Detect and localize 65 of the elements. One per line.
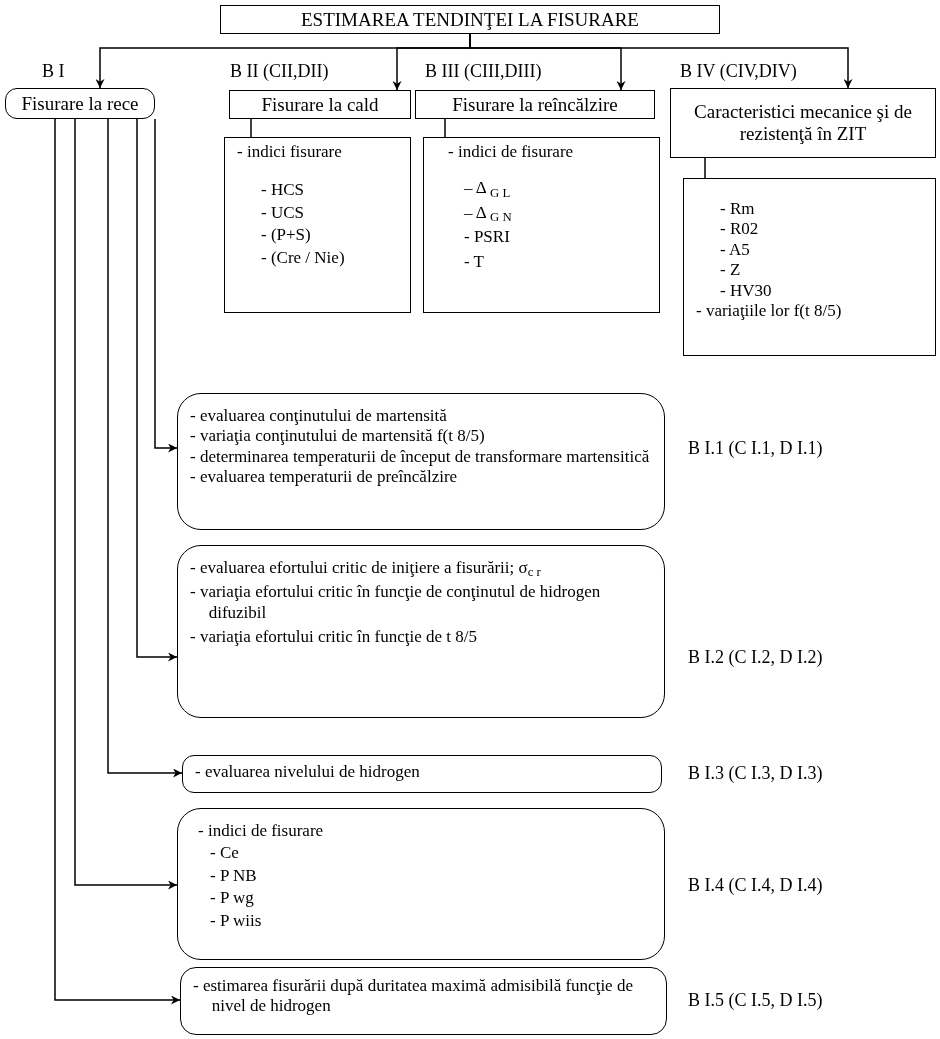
box-text: - evaluarea conţinutului de martensită: [190, 406, 448, 427]
box-text: - A5: [719, 239, 751, 261]
box-text: - HCS: [260, 180, 305, 201]
box-text: - variaţia efortului critic în funcţie de conţinutul de hidrogen difuzibil: [190, 582, 602, 624]
arrow: [154, 118, 178, 453]
box-text: - variaţia conţinutului de martensită f(t 8/5): [190, 426, 486, 447]
box-text: - P wiis: [209, 910, 263, 931]
box-text: Caracteristici mecanice şi de rezistenţă în ZIT: [693, 101, 913, 145]
arrow: [107, 118, 183, 778]
section-code: B I.5 (C I.5, D I.5): [688, 988, 823, 1012]
box-text: Fisurare la cald: [261, 93, 379, 116]
box-text: Fisurare la reîncălzire: [452, 93, 618, 116]
rounded-box: [182, 755, 662, 793]
box-text: - (P+S): [260, 225, 312, 246]
box-text: - evaluarea nivelului de hidrogen: [195, 762, 421, 783]
box-text: - UCS: [260, 202, 305, 224]
section-code: B I.3 (C I.3, D I.3): [688, 761, 823, 785]
box-text: Fisurare la rece: [21, 92, 139, 115]
section-code: B I.4 (C I.4, D I.4): [688, 873, 823, 897]
connector-line: [444, 118, 446, 138]
box-text: - indici de fisurare: [198, 821, 325, 842]
rounded-box: [177, 393, 665, 530]
box-text: - indici de fisurare: [447, 142, 575, 163]
box-text: - P wg: [209, 888, 255, 909]
box-text: – Δ $_{G N}$: [463, 202, 513, 224]
connector-line: [250, 118, 252, 138]
section-code: B I.2 (C I.2, D I.2): [688, 645, 823, 669]
section-code: B IV (CIV,DIV): [680, 60, 797, 83]
process-box: [683, 178, 936, 356]
connector-line: [704, 157, 706, 179]
box-text: - variaţia efortului critic în funcţie de t 8/5: [190, 627, 478, 648]
rounded-box: [177, 808, 665, 960]
arrow: [136, 118, 178, 662]
box-text: - Rm: [719, 199, 756, 220]
section-code: B I.1 (C I.1, D I.1): [688, 436, 823, 460]
box-text: – Δ $_{G L}$: [463, 178, 512, 199]
box-text: - Ce: [209, 843, 240, 864]
section-code: B I: [42, 60, 65, 83]
rounded-box: [177, 545, 665, 718]
process-box: [220, 5, 720, 34]
box-text: - HV30: [719, 280, 773, 301]
box-text: - indici fisurare: [237, 142, 343, 163]
box-text: - variaţiile lor f(t 8/5): [696, 300, 843, 322]
box-text: - evaluarea efortului critic de iniţiere a fisurării; σ$_{c r}$: [190, 558, 542, 579]
box-text: - (Cre / Nie): [260, 247, 346, 268]
process-box: [415, 90, 655, 119]
box-text: - P NB: [209, 865, 258, 887]
box-text: - Z: [719, 260, 742, 281]
process-box: [229, 90, 411, 119]
rounded-box: [5, 88, 155, 119]
box-text: - estimarea fisurării după duritatea maximă admisibilă funcţie de nivel de hidrogen: [193, 976, 634, 1017]
arrow: [54, 118, 181, 1005]
box-text: - R02: [719, 219, 760, 240]
box-text: - evaluarea temperaturii de preîncălzire: [190, 467, 459, 488]
process-box: [423, 137, 660, 313]
rounded-box: [180, 967, 667, 1035]
section-code: B II (CII,DII): [230, 60, 329, 83]
box-text: - PSRI: [463, 227, 511, 248]
box-text: - determinarea temperaturii de început de transformare martensitică: [190, 446, 651, 468]
arrow: [74, 118, 178, 890]
box-text: - T: [463, 251, 485, 272]
box-text: ESTIMAREA TENDINŢEI LA FISURARE: [301, 8, 639, 31]
process-box: [224, 137, 411, 313]
section-code: B III (CIII,DIII): [425, 60, 542, 83]
process-box: [670, 88, 936, 158]
